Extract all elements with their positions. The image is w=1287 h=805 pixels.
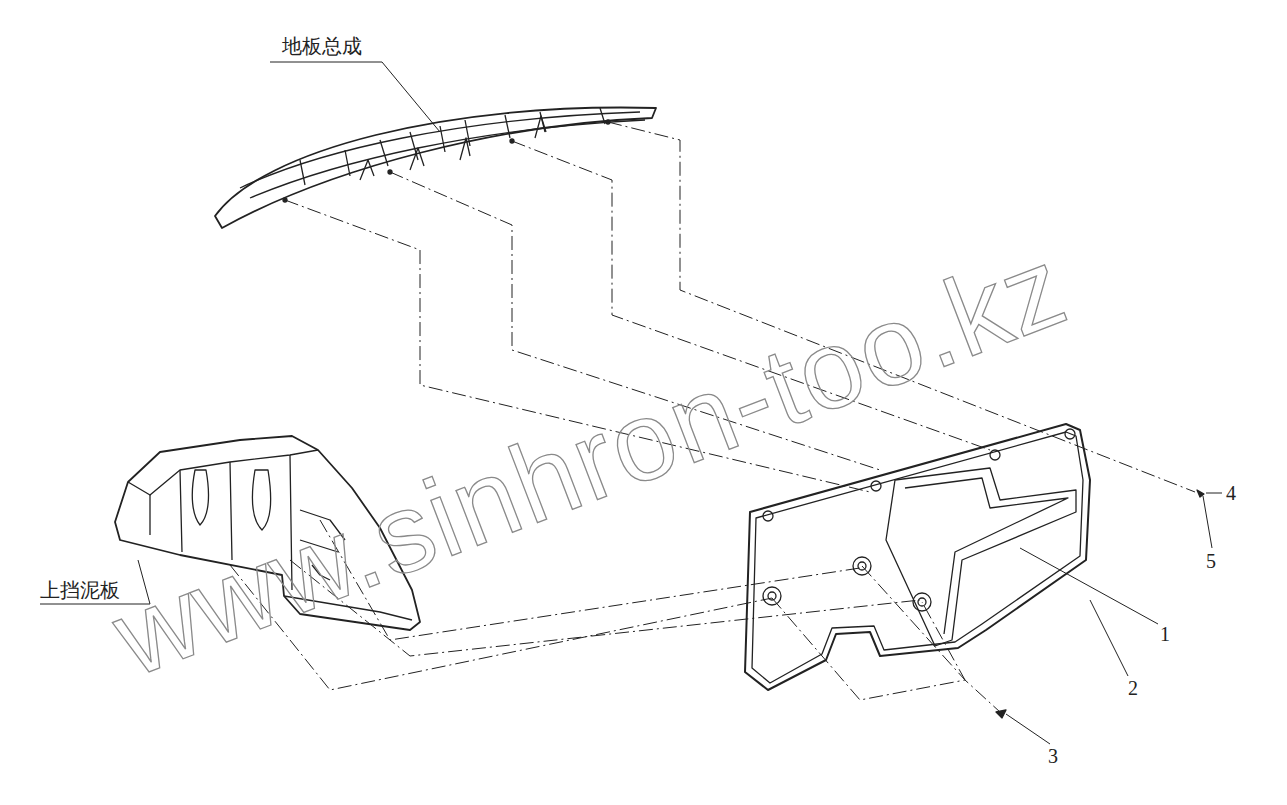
- leader-lines: [40, 62, 1222, 744]
- mud-flap-panel: [745, 424, 1090, 690]
- fastener-3: [996, 710, 1006, 718]
- floor-assembly: [215, 107, 656, 228]
- callout-number: 4: [1226, 483, 1236, 503]
- callout-number: 3: [1048, 746, 1058, 766]
- callout-number: 1: [1160, 624, 1170, 644]
- callout-number: 2: [1128, 678, 1138, 698]
- part-name: 地板总成: [282, 36, 362, 56]
- callout-number: 5: [1206, 551, 1216, 571]
- fastener-4: [1197, 490, 1204, 497]
